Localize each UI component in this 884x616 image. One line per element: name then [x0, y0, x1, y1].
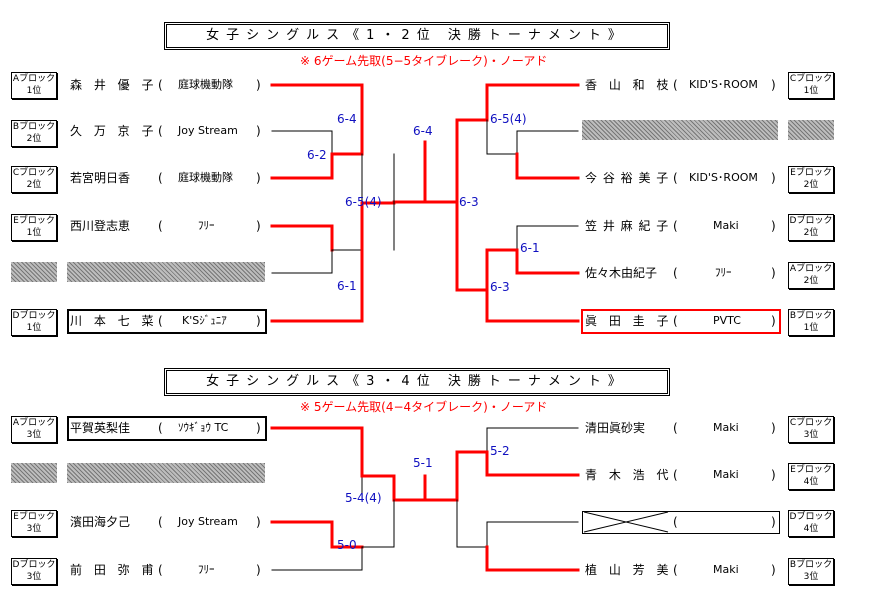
t1-bracket-right: [423, 83, 580, 323]
t1-score: 6-2: [307, 148, 327, 162]
t2-score: 5-1: [413, 456, 433, 470]
t1-bracket-left: [270, 83, 427, 323]
t1-score: 6-4: [337, 112, 357, 126]
t2-title: 女子シングルス《3・4位 決勝トーナメント》: [164, 368, 670, 396]
t1-score: 6-3: [459, 195, 479, 209]
t1-rule: ※ 6ゲーム先取(5−5タイブレーク)・ノーアド: [300, 54, 548, 68]
t1-score: 6-4: [413, 124, 433, 138]
t1-right-player-2: 今 谷 裕 美 子 ( KID'S･ROOM ): [585, 171, 776, 185]
t2-right-player-1: 清田眞砂実 ( Maki ): [585, 421, 776, 435]
t2-right-player-empty-box: [582, 511, 780, 534]
t1-right-player-empty: [582, 120, 778, 140]
t1-right-player-5-box: [581, 309, 781, 334]
t2-left-player-1: 平賀英梨佳 ( ｿｳｷﾞｮｳ TC ): [70, 421, 261, 435]
t1-left-player-2: 久 万 京 子 ( Joy Stream ): [70, 124, 261, 138]
t2-left-player-1-box: [67, 416, 267, 441]
t1-right-player-3: 笠 井 麻 紀 子 ( Maki ): [585, 219, 776, 233]
t2-left-player-empty: [67, 463, 265, 483]
t1-left-player-3: 若宮明日香 ( 庭球機動隊 ): [70, 171, 261, 185]
t1-left-badge-empty: [11, 262, 57, 282]
t1-left-player-empty: [67, 262, 265, 282]
t1-left-player-1: 森 井 優 子 ( 庭球機動隊 ): [70, 78, 261, 92]
t1-left-player-4: 西川登志恵 ( ﾌﾘｰ ): [70, 219, 261, 233]
t2-left-player-3: 前 田 弥 甫 ( ﾌﾘｰ ): [70, 563, 261, 577]
t1-score: 6-5(4): [490, 112, 527, 126]
t2-left-player-2: 濱田海夕己 ( Joy Stream ): [70, 515, 261, 529]
t2-right-player-4: 植 山 芳 美 ( Maki ): [585, 563, 776, 577]
t2-score: 5-4(4): [345, 491, 382, 505]
t1-score: 6-3: [490, 280, 510, 294]
t1-right-player-5: 眞 田 圭 子 ( PVTC ): [585, 314, 776, 328]
t1-left-player-5: 川 本 七 菜 ( K'Sｼﾞｭﾆｱ ): [70, 314, 261, 328]
t2-score: 5-0: [337, 538, 357, 552]
empty-slot-cross: [583, 511, 669, 533]
t2-bracket-right: [423, 427, 580, 572]
t1-score: 6-5(4): [345, 195, 382, 209]
t1-right-player-1: 香 山 和 枝 ( KID'S･ROOM ): [585, 78, 776, 92]
t2-right-player-2: 青 木 浩 代 ( Maki ): [585, 468, 776, 482]
t1-right-badge-empty: [788, 120, 834, 140]
t1-left-player-5-box: [67, 309, 267, 334]
t2-right-player-3: ( ): [673, 515, 776, 529]
t2-rule: ※ 5ゲーム先取(4−4タイブレーク)・ノーアド: [300, 400, 548, 414]
t2-score: 5-2: [490, 444, 510, 458]
t1-right-player-4: 佐々木由紀子 ( ﾌﾘｰ ): [585, 266, 776, 280]
t2-left-badge-empty: [11, 463, 57, 483]
t1-score: 6-1: [337, 279, 357, 293]
t2-bracket-left: [270, 426, 427, 571]
t1-score: 6-1: [520, 241, 540, 255]
t1-title: 女子シングルス《1・2位 決勝トーナメント》: [164, 22, 670, 50]
